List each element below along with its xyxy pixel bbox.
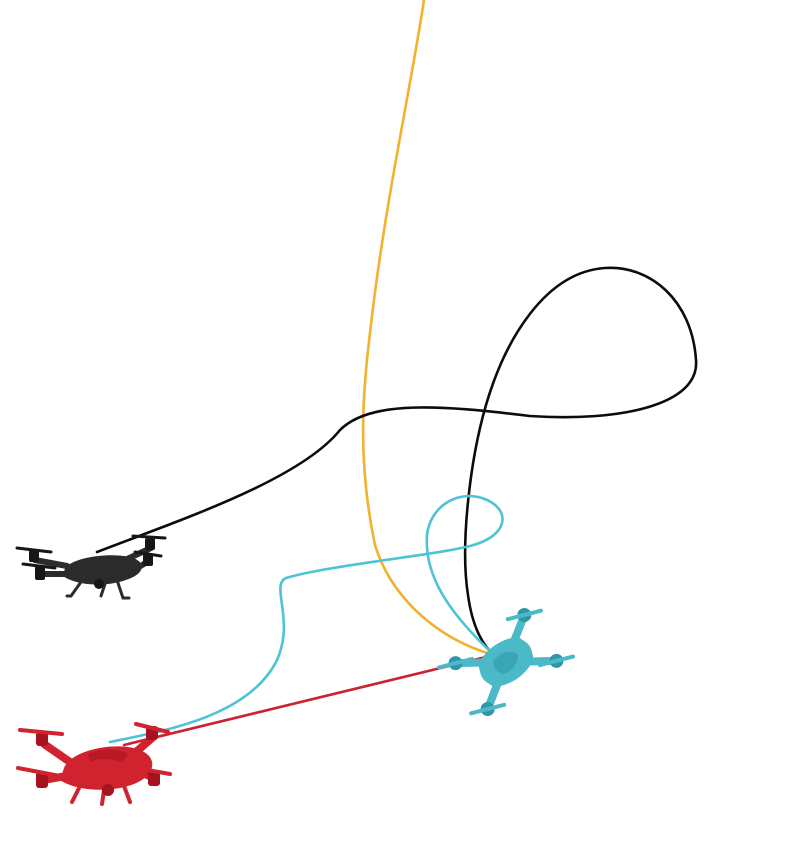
- orange-trajectory: [361, 0, 496, 657]
- red-trajectory: [122, 653, 496, 747]
- red-drone: [16, 722, 172, 806]
- black-trajectory: [95, 266, 698, 657]
- quadcopter-drone-icon: [436, 607, 576, 717]
- teal-drone: [436, 607, 576, 717]
- black-drone: [15, 534, 167, 600]
- quadcopter-drone-icon: [16, 722, 172, 806]
- quadcopter-drone-icon: [15, 534, 167, 600]
- cyan-trajectory: [108, 494, 504, 744]
